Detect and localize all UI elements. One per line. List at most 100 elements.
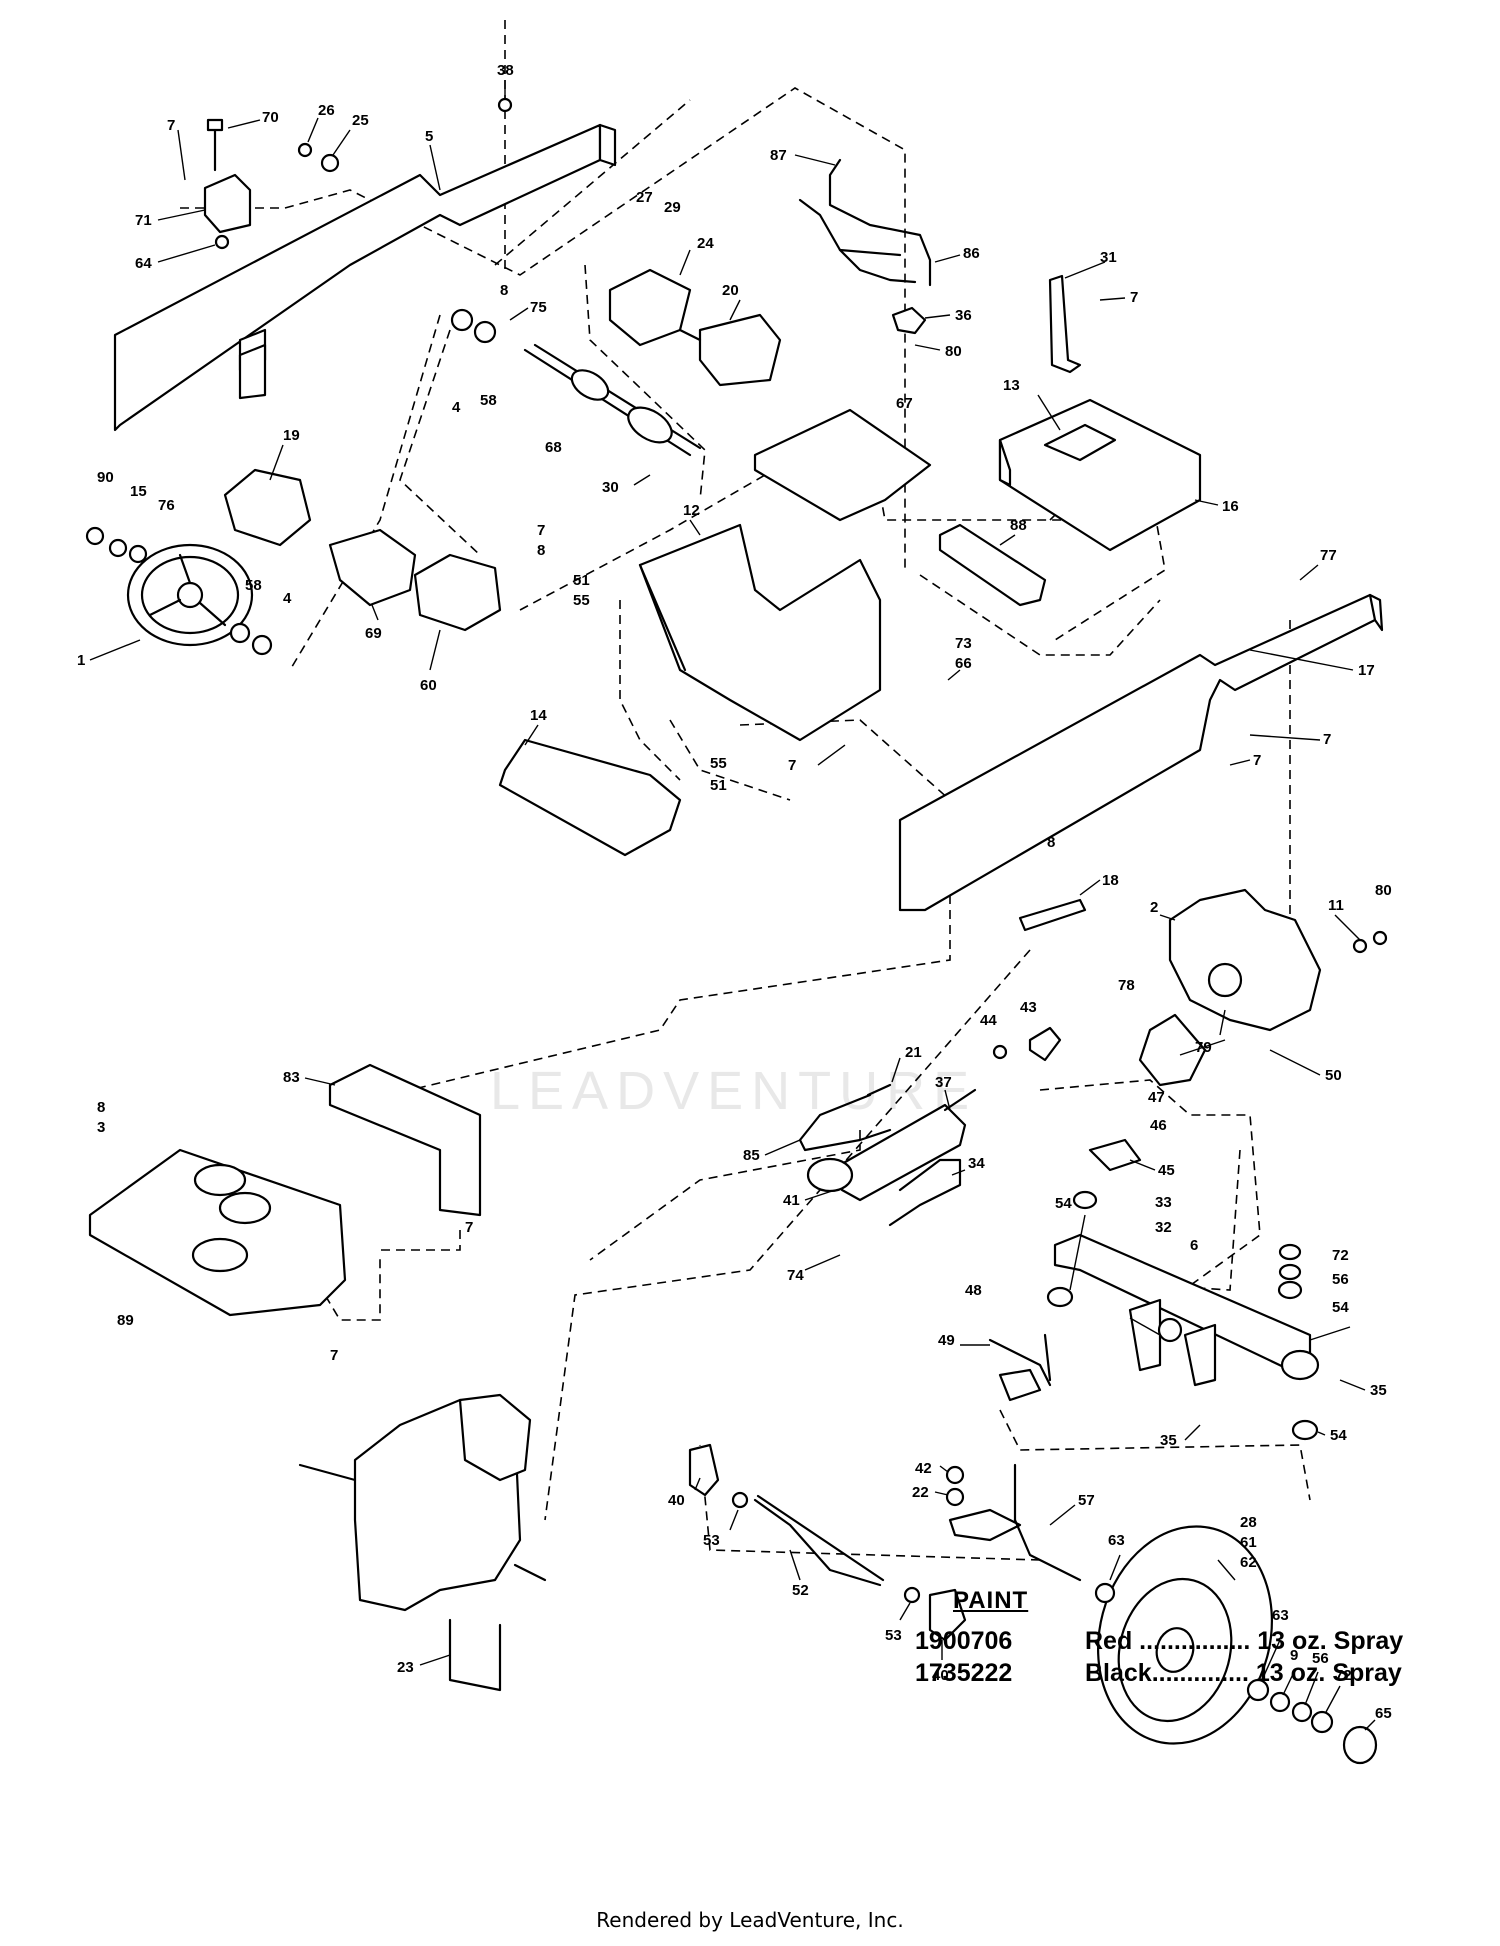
- left-frame-rail: [113, 123, 617, 432]
- callout-55: 55: [573, 592, 590, 609]
- callout-61: 61: [1240, 1534, 1257, 1551]
- bracket-12: [638, 523, 882, 742]
- callout-36: 36: [955, 307, 972, 324]
- callout-8: 8: [500, 282, 508, 299]
- nut-44: [992, 1044, 1008, 1060]
- callout-79: 79: [1195, 1039, 1212, 1056]
- callout-13: 13: [1003, 377, 1020, 394]
- callout-22: 22: [912, 1484, 929, 1501]
- callout-46: 46: [1150, 1117, 1167, 1134]
- bushing-54c: [1277, 1280, 1303, 1300]
- cap-65: [1342, 1725, 1378, 1765]
- bolt-26: [297, 142, 313, 158]
- callout-7d: 7: [788, 757, 796, 774]
- callout-60: 60: [420, 677, 437, 694]
- plate-69: [328, 528, 417, 607]
- foot-plate-89: [88, 1148, 347, 1317]
- callout-69: 69: [365, 625, 382, 642]
- callout-32: 32: [1155, 1219, 1172, 1236]
- bracket-71: [177, 129, 252, 234]
- callout-56b: 56: [1312, 1650, 1329, 1667]
- callout-74: 74: [787, 1267, 804, 1284]
- callout-5: 5: [425, 128, 433, 145]
- pedal-shaft-88: [938, 523, 1047, 607]
- callout-70: 70: [262, 109, 279, 126]
- hydraulic-cylinder-37: [806, 1088, 977, 1202]
- pillow-block-60: [413, 553, 502, 632]
- callout-6: 6: [1190, 1237, 1198, 1254]
- callout-55b: 55: [710, 755, 727, 772]
- callout-8c: 8: [1047, 834, 1055, 851]
- fitting-43: [1028, 1026, 1062, 1062]
- cover-83: [328, 1063, 482, 1217]
- callout-27: 27: [636, 189, 653, 206]
- callout-58: 58: [480, 392, 497, 409]
- bracket-18: [1018, 898, 1087, 932]
- washer-58b: [229, 622, 251, 644]
- callout-25: 25: [352, 112, 369, 129]
- leaders: [89, 80, 1376, 1731]
- callout-26: 26: [318, 102, 335, 119]
- callout-1: 1: [77, 652, 85, 669]
- callout-21: 21: [905, 1044, 922, 1061]
- callout-86: 86: [963, 245, 980, 262]
- nut-72: [1278, 1243, 1302, 1261]
- callout-7c: 7: [537, 522, 545, 539]
- callout-31: 31: [1100, 249, 1117, 266]
- bearing-63b: [1246, 1678, 1270, 1702]
- callout-labels: 38 70 7 26 25 5 71 64 87 27 29 24 86 20 …: [77, 62, 1392, 1722]
- panel-67: [753, 408, 932, 522]
- callout-75: 75: [530, 299, 547, 316]
- washer-54: [1072, 1190, 1098, 1210]
- callout-14: 14: [530, 707, 547, 724]
- callout-33: 33: [1155, 1194, 1172, 1211]
- callout-53b: 53: [885, 1627, 902, 1644]
- callout-18: 18: [1102, 872, 1119, 889]
- callout-54b: 54: [1332, 1299, 1349, 1316]
- steering-gear-24: [608, 268, 782, 387]
- callout-63: 63: [1108, 1532, 1125, 1549]
- tie-rod-52: [753, 1494, 885, 1587]
- nut-53: [731, 1491, 749, 1509]
- callout-7e: 7: [1323, 731, 1331, 748]
- callout-7h: 7: [330, 1347, 338, 1364]
- callout-23: 23: [397, 1659, 414, 1676]
- callout-28: 28: [1240, 1514, 1257, 1531]
- hydraulic-lines: [798, 158, 932, 287]
- callout-34: 34: [968, 1155, 985, 1172]
- paint-part-number: 1900706: [915, 1627, 1013, 1655]
- callout-2: 2: [1150, 899, 1158, 916]
- callout-54: 54: [1055, 1195, 1072, 1212]
- callout-85: 85: [743, 1147, 760, 1164]
- tie-rod-end-40: [688, 1443, 720, 1497]
- bushing-4b: [251, 634, 273, 656]
- callout-37: 37: [935, 1074, 952, 1091]
- render-credit: Rendered by LeadVenture, Inc.: [596, 1908, 904, 1932]
- callout-12: 12: [683, 502, 700, 519]
- callout-65: 65: [1375, 1705, 1392, 1722]
- callout-4: 4: [452, 399, 461, 416]
- callout-41: 41: [783, 1192, 800, 1209]
- callout-73: 73: [955, 635, 972, 652]
- callout-49: 49: [938, 1332, 955, 1349]
- nut-38: [497, 97, 513, 113]
- callout-7b: 7: [1130, 289, 1138, 306]
- callout-48: 48: [965, 1282, 982, 1299]
- callout-64: 64: [135, 255, 152, 272]
- cap-90: [85, 526, 105, 546]
- callout-29: 29: [664, 199, 681, 216]
- transaxle: [298, 1393, 547, 1612]
- u-bolt-23: [448, 1618, 502, 1692]
- callout-8d: 8: [97, 1099, 105, 1116]
- bushing-78: [1138, 1013, 1207, 1087]
- callout-35b: 35: [1160, 1432, 1177, 1449]
- washer-9: [1269, 1691, 1291, 1713]
- console-16: [998, 398, 1202, 552]
- callout-72b: 72: [1335, 1667, 1352, 1684]
- bearing-63: [1094, 1582, 1116, 1604]
- callout-11: 11: [1328, 897, 1344, 914]
- axle-support-2: [1168, 888, 1322, 1032]
- callout-40: 40: [668, 1492, 685, 1509]
- callout-17: 17: [1358, 662, 1375, 679]
- callout-19: 19: [283, 427, 300, 444]
